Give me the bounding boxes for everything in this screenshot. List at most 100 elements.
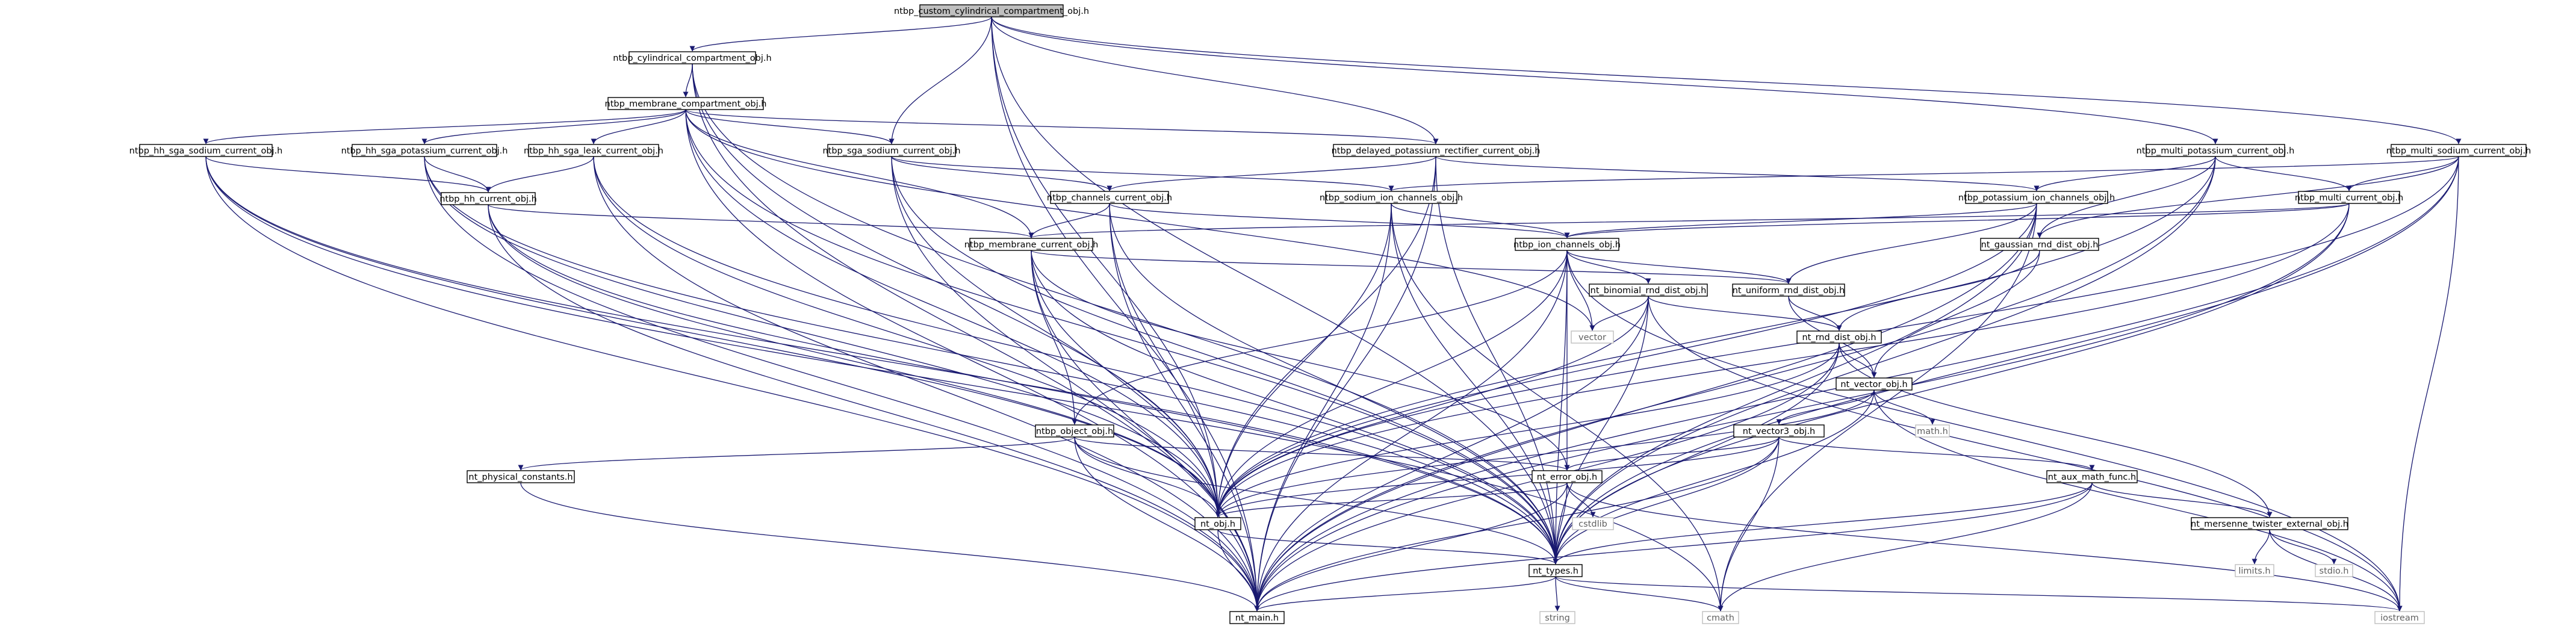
edge-ionch-to-unif <box>1566 250 1792 284</box>
edge-vec3-to-ntobj <box>1215 436 1780 518</box>
edge-mem-to-sgana <box>685 109 895 144</box>
node-box <box>528 144 659 157</box>
edge-rnd-to-types <box>1553 342 1840 565</box>
nodes-layer: ntbp_custom_cylindrical_compartment_obj.… <box>129 4 2531 624</box>
system-header-node-iostream: iostream <box>2374 611 2425 624</box>
node-label: ntbp_multi_current_obj.h <box>2295 193 2403 203</box>
header-node-memcur[interactable]: ntbp_membrane_current_obj.h <box>964 238 1099 251</box>
header-node-mem[interactable]: ntbp_membrane_compartment_obj.h <box>605 97 767 110</box>
edge-hhsna-to-hhcur <box>205 156 491 193</box>
header-node-mcur[interactable]: ntbp_multi_current_obj.h <box>2295 191 2403 204</box>
edge-cyl-to-mem <box>683 63 693 98</box>
header-node-dpk[interactable]: ntbp_delayed_potassium_rectifier_current… <box>1332 144 1541 157</box>
edge-hhleak-to-types <box>593 156 1559 565</box>
edge-gauss-to-vec <box>1871 250 2040 378</box>
node-box <box>1836 377 1913 391</box>
edge-mpk-to-types <box>1553 156 2216 565</box>
node-box <box>2315 564 2353 577</box>
header-node-cyl[interactable]: ntbp_cylindrical_compartment_obj.h <box>613 51 772 64</box>
header-node-unif[interactable]: nt_uniform_rnd_dist_obj.h <box>1732 284 1845 297</box>
node-label: limits.h <box>2238 566 2270 576</box>
edge-memcur-to-main <box>1031 250 1260 612</box>
node-label: nt_uniform_rnd_dist_obj.h <box>1733 286 1845 296</box>
system-header-node-math: math.h <box>1915 424 1950 438</box>
node-label: ntbp_multi_potassium_current_obj.h <box>2137 146 2295 156</box>
header-node-types[interactable]: nt_types.h <box>1529 564 1583 577</box>
node-label: nt_main.h <box>1235 613 1279 623</box>
header-node-kch[interactable]: ntbp_potassium_ion_channels_obj.h <box>1958 191 2115 204</box>
edges-layer <box>203 16 2462 612</box>
header-node-hhleak[interactable]: ntbp_hh_sga_leak_current_obj.h <box>524 144 663 157</box>
edge-sgana-to-nach <box>891 156 1394 191</box>
node-box <box>1035 424 1114 438</box>
node-label: stdio.h <box>2320 566 2349 576</box>
header-node-vec[interactable]: nt_vector_obj.h <box>1836 377 1913 391</box>
node-box <box>467 470 575 483</box>
node-label: nt_error_obj.h <box>1537 473 1597 482</box>
header-node-ntobj[interactable]: nt_obj.h <box>1194 517 1241 530</box>
header-node-binom[interactable]: nt_binomial_rnd_dist_obj.h <box>1589 284 1708 297</box>
header-node-rnd[interactable]: nt_rnd_dist_obj.h <box>1796 330 1882 344</box>
edge-obj-to-err <box>1074 436 1570 471</box>
edge-err-to-cstdlib <box>1566 482 1596 518</box>
edge-phys-to-main <box>520 482 1260 612</box>
header-node-hhk[interactable]: ntbp_hh_sga_potassium_current_obj.h <box>341 144 508 157</box>
header-node-mna[interactable]: ntbp_multi_sodium_current_obj.h <box>2386 144 2531 157</box>
edge-mt-to-stdio <box>2269 529 2337 565</box>
header-node-chcur[interactable]: ntbp_channels_current_obj.h <box>1047 191 1172 204</box>
edge-obj-to-phys <box>518 436 1075 471</box>
node-label: ntbp_sodium_ion_channels_obj.h <box>1320 193 1463 203</box>
edge-hhcur-to-main <box>488 204 1260 612</box>
header-node-vec3[interactable]: nt_vector3_obj.h <box>1733 424 1825 438</box>
node-box <box>1571 330 1614 344</box>
node-label: ntbp_delayed_potassium_rectifier_current… <box>1332 146 1541 156</box>
edge-mpk-to-ntobj <box>1215 156 2216 518</box>
edge-vec3-to-types <box>1553 436 1780 565</box>
header-node-gauss[interactable]: nt_gaussian_rnd_dist_obj.h <box>1980 238 2099 251</box>
edge-ionch-to-types <box>1553 250 1568 565</box>
header-node-mt[interactable]: nt_mersenne_twister_external_obj.h <box>2191 517 2348 530</box>
edge-types-to-cmath <box>1555 576 1724 612</box>
edge-nach-to-cmath <box>1391 203 1724 612</box>
edge-hhsna-to-ntobj <box>205 156 1221 518</box>
header-node-sgana[interactable]: ntbp_sga_sodium_current_obj.h <box>822 144 961 157</box>
edge-mem-to-hhsna <box>203 109 686 144</box>
node-box <box>139 144 273 157</box>
edge-chcur-to-ntobj <box>1109 203 1221 518</box>
edge-mcur-to-main <box>1254 203 2350 612</box>
header-node-ionch[interactable]: ntbp_ion_channels_obj.h <box>1513 238 1621 251</box>
header-node-aux[interactable]: nt_aux_math_func.h <box>2046 470 2138 483</box>
node-box <box>1980 238 2099 251</box>
system-header-node-cstdlib: cstdlib <box>1572 517 1614 530</box>
edge-mpk-to-main <box>1254 156 2216 612</box>
header-node-mpk[interactable]: ntbp_multi_potassium_current_obj.h <box>2137 144 2295 157</box>
node-label: ntbp_cylindrical_compartment_obj.h <box>613 54 771 63</box>
header-node-phys[interactable]: nt_physical_constants.h <box>467 470 575 483</box>
header-node-hhsna[interactable]: ntbp_hh_sga_sodium_current_obj.h <box>129 144 283 157</box>
edge-vec3-to-main <box>1254 436 1780 612</box>
header-node-err[interactable]: nt_error_obj.h <box>1532 470 1603 483</box>
edge-chcur-to-memcur <box>1028 203 1110 238</box>
header-node-main[interactable]: nt_main.h <box>1229 611 1285 624</box>
node-box <box>1515 238 1619 251</box>
edge-err-to-types <box>1553 482 1568 565</box>
edge-vec3-to-cmath <box>1718 436 1780 612</box>
edge-err-to-ntobj <box>1215 482 1568 518</box>
edge-root-to-types <box>991 16 1559 565</box>
edge-mcur-to-ionch <box>1564 203 2350 238</box>
system-header-node-string: string <box>1539 611 1575 624</box>
header-node-nach[interactable]: ntbp_sodium_ion_channels_obj.h <box>1320 191 1463 204</box>
edge-mem-to-dpk <box>685 109 1439 144</box>
node-box <box>827 144 956 157</box>
edge-memcur-to-err <box>1031 250 1570 471</box>
edge-rnd-to-mt <box>1839 342 2273 518</box>
edge-obj-to-ntobj <box>1074 436 1221 518</box>
edge-ionch-to-obj <box>1072 250 1568 425</box>
edge-ntobj-to-types <box>1217 529 1559 565</box>
edge-dpk-to-main <box>1254 156 1436 612</box>
header-node-obj[interactable]: ntbp_object_obj.h <box>1035 424 1114 438</box>
node-label: vector <box>1578 333 1606 342</box>
edge-rnd-to-ntobj <box>1215 342 1840 518</box>
header-node-hhcur[interactable]: ntbp_hh_current_obj.h <box>439 192 537 205</box>
edge-kch-to-ntobj <box>1215 203 2037 518</box>
